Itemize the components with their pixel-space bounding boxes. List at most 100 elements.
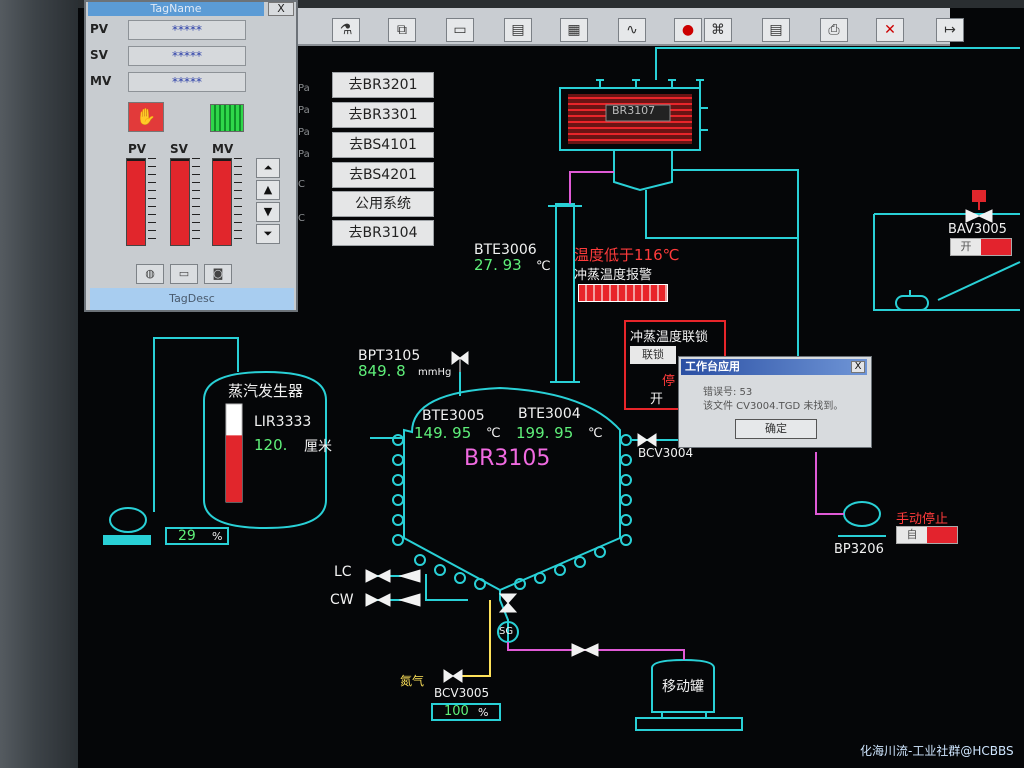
level-value: 120.: [254, 436, 288, 454]
pump-toggle[interactable]: 自: [896, 526, 958, 544]
faceplate-tool-button-3[interactable]: ◙: [204, 264, 232, 284]
pump-mode: 手动停止: [896, 512, 949, 527]
bav3005-toggle[interactable]: 开: [950, 238, 1012, 256]
pv-bar-fill: [127, 160, 145, 245]
dialog-ok-button[interactable]: 确定: [735, 419, 817, 439]
camera-icon: ◙: [212, 267, 224, 280]
bav3005-state-indicator: [981, 239, 1011, 255]
network-icon[interactable]: ⧉: [388, 18, 416, 42]
temp2-value: 199. 95: [516, 424, 574, 442]
pump-percent-box: [165, 527, 229, 545]
hand-icon: ✋: [136, 107, 156, 126]
interlock-title: 冲蒸温度联锁: [630, 330, 709, 345]
alarm-bell-icon[interactable]: ●: [674, 18, 702, 42]
bav3005-state: 开: [960, 240, 972, 253]
monitor-bezel-top: [78, 0, 1024, 8]
condenser-hatch: [568, 94, 692, 144]
side-tab-5: C: [298, 179, 305, 190]
fast-up-button[interactable]: ⏶: [256, 158, 280, 178]
steam-level-fill: [226, 435, 242, 502]
nav-button-bs4101[interactable]: 去BS4101: [332, 132, 434, 158]
grid-icon[interactable]: ▦: [560, 18, 588, 42]
bottom-valve: [498, 593, 518, 613]
tree-icon[interactable]: ⌘: [704, 18, 732, 42]
mv-bar-label: MV: [212, 142, 234, 156]
pressure-unit: mmHg: [418, 367, 452, 378]
condensate-line: [645, 190, 799, 440]
sv-value[interactable]: *****: [128, 46, 246, 66]
trend-icon[interactable]: ∿: [618, 18, 646, 42]
table-icon[interactable]: ▤: [504, 18, 532, 42]
dialog-close-button[interactable]: X: [851, 361, 865, 373]
cw-valve: [365, 593, 391, 607]
pv-bar-label: PV: [128, 142, 147, 156]
condenser-outlet: [613, 150, 673, 192]
mobile-tank: [651, 658, 715, 713]
pv-bargraph: [126, 158, 146, 246]
pump-percent-value: 29: [178, 528, 196, 544]
valve-icon[interactable]: ⚗: [332, 18, 360, 42]
vapor-magenta-line: [569, 171, 614, 204]
interlock-button[interactable]: 联锁: [630, 346, 676, 364]
nav-button-bs4201[interactable]: 去BS4201: [332, 162, 434, 188]
document-icon[interactable]: ▤: [762, 18, 790, 42]
up-button[interactable]: ▲: [256, 180, 280, 200]
bcv3005-percent-box: [431, 703, 501, 721]
pressure-tag: BPT3105: [358, 348, 421, 364]
auto-mode-button[interactable]: [210, 104, 244, 132]
faceplate-tool-button-2[interactable]: ▭: [170, 264, 198, 284]
top-toolbar: ⚗ ⧉ ▭ ▤ ▦ ∿ ● ⌘ ▤ ⎙ ✕ ↦: [220, 8, 964, 46]
bcv3005-percent: 100: [444, 704, 469, 719]
right-line: [873, 214, 1020, 311]
tank-name: 移动罐: [662, 679, 704, 695]
faceplate-close-button[interactable]: X: [268, 2, 294, 16]
mv-bar-fill: [213, 160, 231, 245]
nav-button-br3104[interactable]: 去BR3104: [332, 220, 434, 246]
nav-button-utilities[interactable]: 公用系统: [332, 191, 434, 217]
sight-glass-label: SG: [499, 626, 514, 637]
lc-label: LC: [334, 564, 352, 580]
steam-generator-vessel: [203, 370, 327, 530]
mute-icon[interactable]: ✕: [876, 18, 904, 42]
bav3005-tag: BAV3005: [948, 222, 1007, 237]
mv-value[interactable]: *****: [128, 72, 246, 92]
flush-alarm-indicator: [578, 284, 668, 302]
vapor-column: [555, 203, 575, 383]
cooling-return-line: [655, 47, 1020, 80]
monitor-icon[interactable]: ▭: [446, 18, 474, 42]
steam-generator-title: 蒸汽发生器: [228, 382, 304, 400]
printer-icon[interactable]: ⎙: [820, 18, 848, 42]
fast-down-button[interactable]: ⏷: [256, 224, 280, 244]
low-temp-alarm: 温度低于116℃: [574, 246, 680, 264]
temp1-value: 149. 95: [414, 424, 472, 442]
down-button[interactable]: ▼: [256, 202, 280, 222]
reactor-vessel: [403, 386, 621, 592]
flush-temp-alarm-label: 冲蒸温度报警: [574, 268, 653, 283]
pv-label: PV: [90, 22, 109, 36]
mv-label: MV: [90, 74, 112, 88]
sv-bargraph: [170, 158, 190, 246]
bav3005-valve: [965, 209, 993, 223]
pressure-value: 849. 8: [358, 362, 406, 380]
side-tab-1: Pa: [298, 83, 310, 94]
side-tab-3: Pa: [298, 127, 310, 138]
error-dialog: 工作台应用 X 错误号: 53 该文件 CV3004.TGD 未找到。 确定: [678, 356, 872, 448]
bcv3005-tag: BCV3005: [434, 686, 490, 700]
condenser-temp-unit: ℃: [536, 259, 551, 274]
manual-hand-button[interactable]: ✋: [128, 102, 164, 132]
steam-pump-base: [103, 535, 151, 545]
nav-button-br3301[interactable]: 去BR3301: [332, 102, 434, 128]
condenser-temp-tag: BTE3006: [474, 242, 537, 258]
sv-scale: [192, 158, 200, 246]
side-tab-2: Pa: [298, 105, 310, 116]
bcv3004-tag: BCV3004: [638, 446, 694, 460]
faceplate-title: TagName: [88, 2, 264, 16]
level-tag: LIR3333: [254, 414, 312, 430]
pump-percent-unit: %: [212, 530, 223, 543]
faceplate-tool-button-1[interactable]: ◍: [136, 264, 164, 284]
exit-icon[interactable]: ↦: [936, 18, 964, 42]
nav-button-br3201[interactable]: 去BR3201: [332, 72, 434, 98]
mv-bargraph: [212, 158, 232, 246]
transfer-pump-body: [843, 501, 881, 527]
